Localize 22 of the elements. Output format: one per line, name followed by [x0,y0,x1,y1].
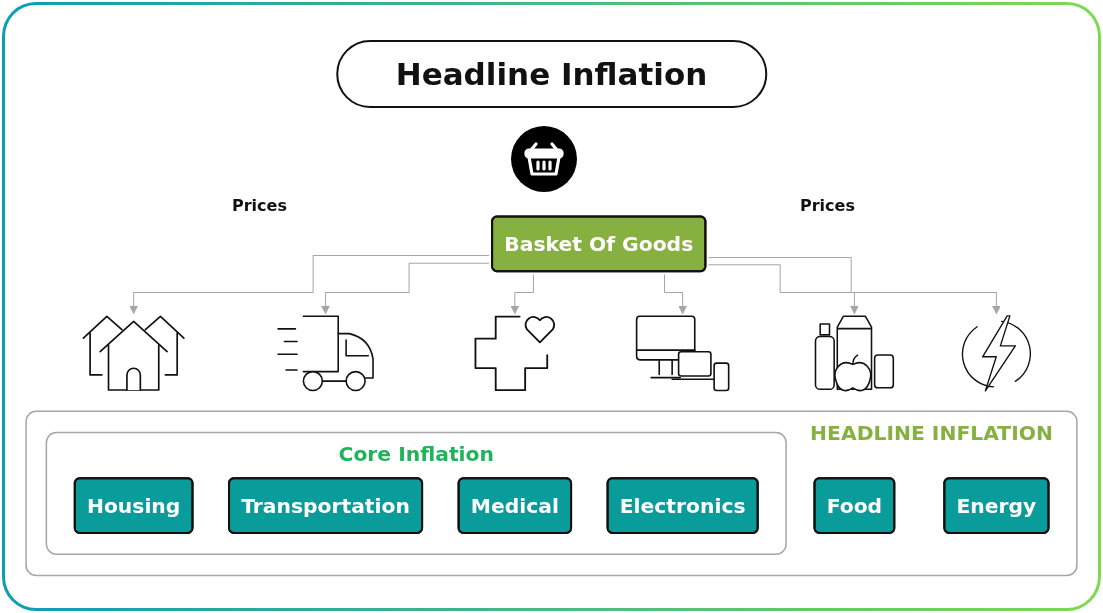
text-label: Prices [800,196,855,215]
category-box: Transportation [228,477,424,534]
houses-icon [82,315,185,391]
arrow [510,273,534,315]
medical-cross-icon [474,315,556,392]
arrow [321,262,490,315]
arrow [707,256,1001,315]
title: Headline Inflation [335,40,768,108]
arrow [664,273,688,315]
category-box: Electronics [606,477,759,534]
category-box: Medical [457,477,573,534]
arrow [707,264,859,315]
lightning-icon [961,315,1032,392]
truck-icon [277,315,374,392]
category-box: Food [813,477,896,534]
text-label: Prices [232,196,287,215]
devices-icon [635,315,730,392]
category-box: Energy [943,477,1050,534]
arrow [129,255,490,315]
category-box: Housing [73,477,194,534]
root-box: Basket Of Goods [491,215,707,273]
groceries-icon [814,315,895,392]
